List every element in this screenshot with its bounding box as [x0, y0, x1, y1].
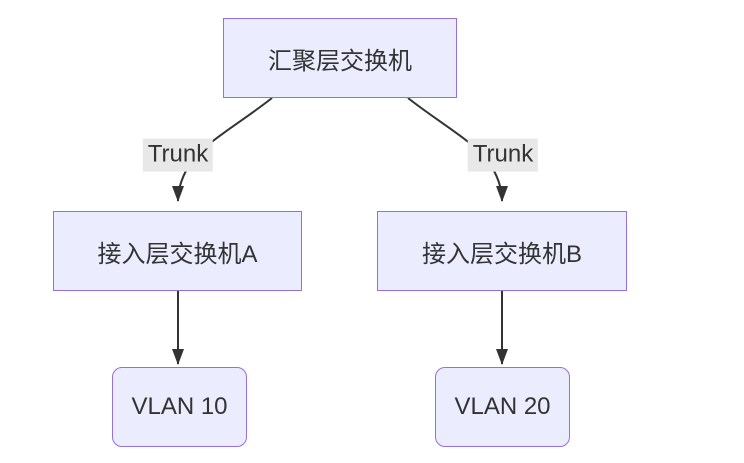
node-vlan-20-label: VLAN 20	[454, 393, 551, 420]
node-aggregation-switch-label: 汇聚层交换机	[268, 47, 412, 75]
node-access-switch-a-label: 接入层交换机A	[97, 240, 258, 268]
node-aggregation-switch: 汇聚层交换机	[223, 18, 457, 98]
edge-label-trunk-right: Trunk	[467, 138, 539, 172]
node-access-switch-b-label: 接入层交换机B	[421, 240, 582, 268]
node-vlan-10-label: VLAN 10	[131, 393, 228, 420]
node-vlan-20: VLAN 20	[435, 367, 570, 447]
node-vlan-10: VLAN 10	[112, 367, 247, 447]
node-access-switch-b: 接入层交换机B	[377, 211, 627, 291]
edge-label-trunk-left: Trunk	[142, 138, 214, 172]
node-access-switch-a: 接入层交换机A	[53, 211, 302, 291]
